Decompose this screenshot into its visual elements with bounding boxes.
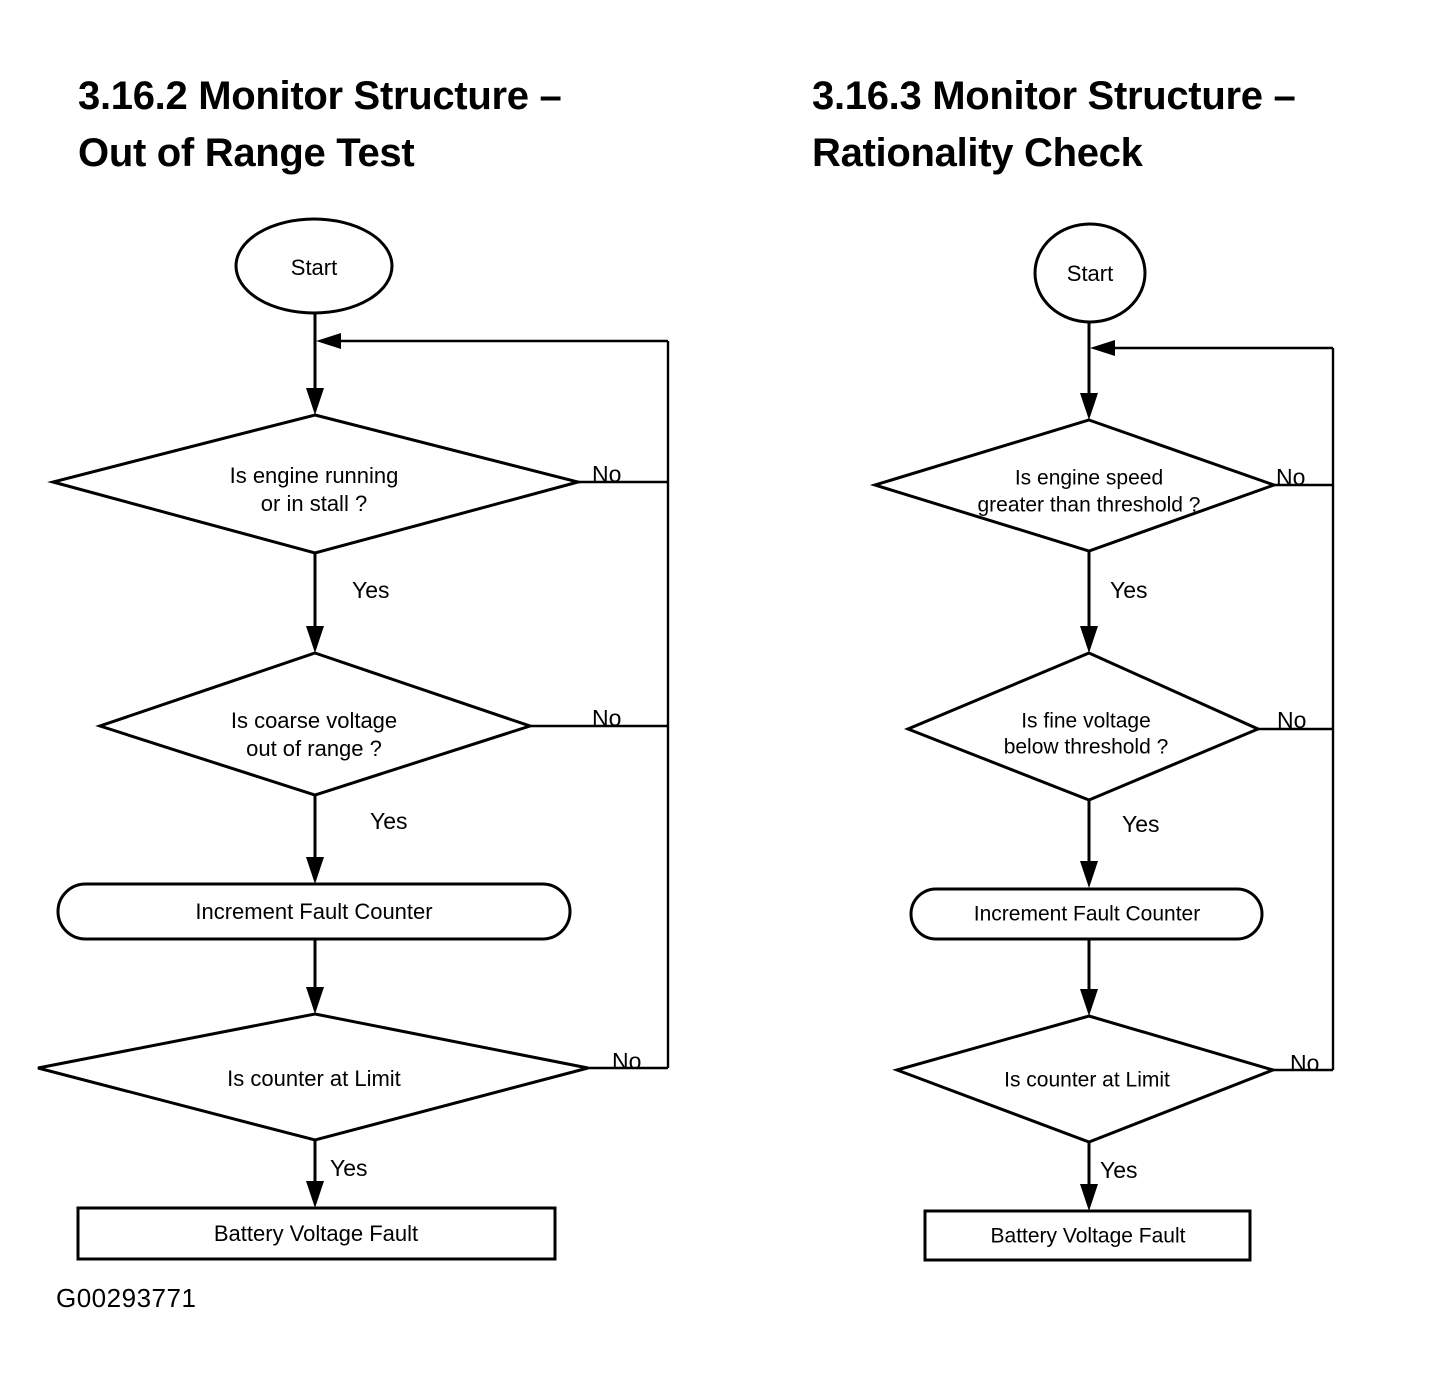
node-decision1-line2-left: or in stall ? [261, 491, 367, 516]
node-decision2-line2-left: out of range ? [246, 736, 382, 761]
page-title-out-of-range-test: 3.16.2 Monitor Structure – Out of Range … [78, 74, 562, 175]
node-decision2-left [95, 651, 535, 797]
node-decision1-line1-left: Is engine running [230, 463, 399, 488]
edge-label-decision2-no-left: No [592, 705, 621, 731]
node-decision1-line2-right: greater than threshold ? [978, 494, 1201, 517]
node-process1-right [909, 887, 1264, 941]
edge-label-decision3-yes-right: Yes [1100, 1157, 1138, 1183]
node-process1-label-right: Increment Fault Counter [974, 903, 1200, 926]
flowchart-rationality-check: Start Is engine speed greater than thres… [869, 222, 1335, 1262]
node-start-terminator-left [234, 217, 394, 315]
figure-id: G00293771 [56, 1283, 197, 1313]
edge-label-decision1-no-left: No [592, 461, 621, 487]
node-start-terminator-right [1033, 222, 1147, 324]
node-fault-left [76, 1206, 557, 1261]
arrowhead-decision3-right [1080, 989, 1098, 1016]
node-start-label-left: Start [291, 255, 337, 280]
arrowhead-fault-right [1080, 1184, 1098, 1211]
node-decision2-line1-left: Is coarse voltage [231, 708, 397, 733]
arrowhead-decision2-right [1080, 626, 1098, 653]
arrowhead-process1 [306, 857, 324, 884]
edge-label-decision1-yes-right: Yes [1110, 577, 1148, 603]
node-decision1-line1-right: Is engine speed [1015, 467, 1163, 490]
edge-label-decision3-no-right: No [1290, 1050, 1319, 1076]
node-decision1-right [869, 418, 1279, 553]
node-decision3-left [37, 1012, 589, 1142]
node-start-label-right: Start [1067, 261, 1113, 286]
node-fault-right [923, 1209, 1252, 1262]
node-fault-label-right: Battery Voltage Fault [991, 1225, 1186, 1248]
arrowhead-process1-right [1080, 861, 1098, 888]
arrowhead-decision2 [306, 626, 324, 653]
edge-label-decision1-yes-left: Yes [352, 577, 390, 603]
edge-label-decision2-yes-right: Yes [1122, 811, 1160, 837]
arrowhead-decision1-right [1080, 393, 1098, 420]
arrowhead-feedback-return-left [316, 333, 341, 349]
node-decision3-label-right: Is counter at Limit [1004, 1069, 1170, 1092]
node-decision3-right [892, 1014, 1278, 1144]
arrowhead-decision1 [306, 388, 324, 415]
page-title-rationality-check: 3.16.3 Monitor Structure – Rationality C… [812, 74, 1296, 175]
node-decision2-right [904, 651, 1262, 802]
edge-label-decision1-no-right: No [1276, 464, 1305, 490]
node-decision3-label-left: Is counter at Limit [227, 1066, 401, 1091]
edge-label-decision2-no-right: No [1277, 707, 1306, 733]
edge-label-decision3-no-left: No [612, 1048, 641, 1074]
edge-label-decision3-yes-left: Yes [330, 1155, 368, 1181]
node-decision1-left [47, 413, 584, 555]
node-decision2-line2-right: below threshold ? [1004, 736, 1169, 759]
node-process1-left [56, 882, 572, 941]
arrowhead-feedback-return-right [1090, 340, 1115, 356]
edge-label-decision2-yes-left: Yes [370, 808, 408, 834]
node-process1-label-left: Increment Fault Counter [195, 899, 432, 924]
arrowhead-decision3 [306, 987, 324, 1014]
arrowhead-fault [306, 1181, 324, 1208]
node-decision2-line1-right: Is fine voltage [1021, 710, 1151, 733]
node-fault-label-left: Battery Voltage Fault [214, 1221, 418, 1246]
